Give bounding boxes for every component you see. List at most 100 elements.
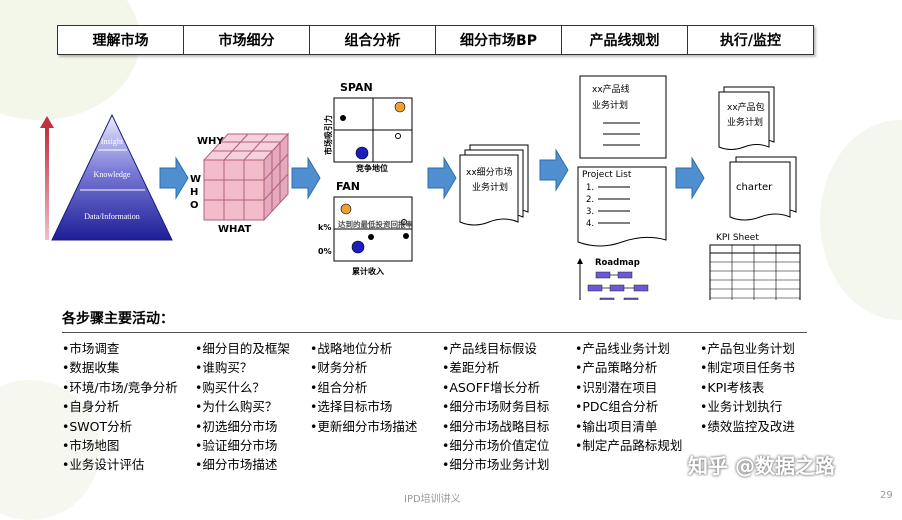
fan-dot-black-2 [403,233,409,239]
activity-item: •数据收集 [62,360,120,376]
package-line2: 业务计划 [727,116,763,128]
activity-item: •产品线目标假设 [442,341,537,356]
activity-item: •产品包业务计划 [700,341,795,356]
growth-arrow-icon [40,116,54,240]
process-diagram: Insight Knowledge Data/Information WHY W [40,75,801,300]
activity-item: •产品策略分析 [575,360,658,376]
activity-item: •验证细分市场 [195,438,278,454]
span-dot-orange [394,101,406,113]
activities-column-4: •产品线目标假设 •差距分析 •ASOFF增长分析 •细分市场财务目标 •细分市… [442,339,549,475]
fan-xlabel: 累计收入 [352,266,384,276]
cube-who-w: W [190,174,201,185]
span-matrix: SPAN 市场吸引力 竞争地位 [323,81,413,173]
flow-arrow-1 [159,156,189,200]
activity-item: •更新细分市场描述 [310,418,418,434]
activity-item: •识别潜在项目 [575,379,658,395]
activity-item: •购买什么？ [195,379,265,395]
product-package-document: xx产品包 业务计划 [718,86,775,150]
project-item-1: 1. [586,183,594,193]
charter-label: charter [736,182,773,193]
activity-item: •初选细分市场 [195,418,278,434]
span-xlabel: 竞争地位 [355,163,388,173]
cube-what-label: WHAT [218,224,251,235]
activities-column-5: •产品线业务计划 •产品策略分析 •识别潜在项目 •PDC组合分析 •输出项目清… [575,339,682,455]
step-segment-market: 市场细分 [184,26,310,54]
pyramid-level-insight: Insight [101,137,124,146]
cube-who-h: H [190,187,198,198]
cube-who-o: O [190,200,199,211]
activity-item: •制定产品路标规划 [575,438,683,454]
activity-item: •细分目的及框架 [195,341,290,356]
fan-chart: FAN 达到的最低投资回报率 k% 0% 累计收入 [318,180,413,276]
activity-item: •绩效监控及改进 [700,418,795,434]
step-execute-monitor: 执行/监控 [719,33,782,49]
project-item-4: 4. [586,219,594,229]
span-dot-hollow [395,133,401,139]
fan-dot-orange [340,203,352,215]
product-line-plan-document: xx产品线 业务计划 [579,75,667,159]
activity-item: •市场调查 [62,341,120,356]
project-list-title: Project List [582,170,632,180]
segmentation-cube: WHY W H O WHAT [190,132,290,235]
activity-item: •战略地位分析 [310,341,393,356]
activity-item: •为什么购买？ [195,399,278,415]
pyramid-level-data: Data/Information [84,212,140,221]
segment-bp-line1: xx细分市场 [466,166,513,178]
cube-why-label: WHY [197,136,224,147]
segment-bp-line2: 业务计划 [472,181,508,193]
insight-pyramid: Insight Knowledge Data/Information [51,113,173,241]
fan-dot-blue [351,240,365,254]
fan-y-top: k% [318,223,331,232]
activity-item: •细分市场描述 [195,457,278,473]
fan-title: FAN [336,180,360,193]
activity-item: •市场地图 [62,438,120,454]
span-title: SPAN [340,81,373,94]
activity-item: •输出项目清单 [575,418,658,434]
activities-column-3: •战略地位分析 •财务分析 •组合分析 •选择目标市场 •更新细分市场描述 [310,339,417,436]
activities-column-6: •产品包业务计划 •制定项目任务书 •KPI考核表 •业务计划执行 •绩效监控及… [700,339,795,436]
flow-arrow-4 [539,148,569,192]
kpi-sheet-table: KPI Sheet [709,233,801,300]
step-portfolio-analysis: 组合分析 [310,26,436,54]
project-list-document: Project List 1. 2. 3. 4. [577,166,667,247]
span-dot-blue [355,146,369,160]
product-line-line2: 业务计划 [592,99,628,111]
activities-column-2: •细分目的及框架 •谁购买？ •购买什么？ •为什么购买？ •初选细分市场 •验… [195,339,290,475]
roadmap-title: Roadmap [595,258,640,268]
activity-item: •产品线业务计划 [575,341,670,356]
activity-item: •选择目标市场 [310,399,393,415]
activity-item: •环境/市场/竞争分析 [62,379,178,395]
footer-title: IPD培训讲义 [404,494,461,505]
activities-column-1: •市场调查 •数据收集 •环境/市场/竞争分析 •自身分析 •SWOT分析 •市… [62,339,178,475]
project-item-3: 3. [586,207,594,217]
activity-item: •细分市场战略目标 [442,418,550,434]
fan-y-bottom: 0% [318,247,332,256]
activity-item: •谁购买？ [195,360,253,376]
process-header: 理解市场 市场细分 组合分析 细分市场BP 产品线规划 执行/监控 [57,25,814,55]
step-product-line-plan: 产品线规划 [562,26,688,54]
activity-item: •细分市场业务计划 [442,457,550,473]
product-line-line1: xx产品线 [592,83,630,95]
roadmap-chart: Roadmap [577,258,649,300]
activity-item: •细分市场价值定位 [442,438,550,454]
activity-item: •组合分析 [310,379,368,395]
activity-item: •PDC组合分析 [575,399,659,415]
activity-item: •ASOFF增长分析 [442,379,541,395]
zhihu-watermark: 知乎 @数据之路 [688,454,835,478]
flow-arrow-2 [291,156,321,200]
activity-item: •SWOT分析 [62,418,133,434]
activity-item: •KPI考核表 [700,379,765,395]
step-understand-market: 理解市场 [58,26,184,54]
project-item-2: 2. [586,195,594,205]
span-dot-black [340,115,346,121]
activity-item: •业务设计评估 [62,457,145,473]
package-line1: xx产品包 [727,101,765,113]
activity-item: •差距分析 [442,360,500,376]
step-segment-bp: 细分市场BP [436,26,562,54]
span-ylabel: 市场吸引力 [323,115,333,155]
pyramid-level-knowledge: Knowledge [94,170,131,179]
activities-divider [62,332,807,333]
charter-document: charter [729,156,797,221]
activity-item: •业务计划执行 [700,399,783,415]
fan-dot-black-1 [368,234,374,240]
